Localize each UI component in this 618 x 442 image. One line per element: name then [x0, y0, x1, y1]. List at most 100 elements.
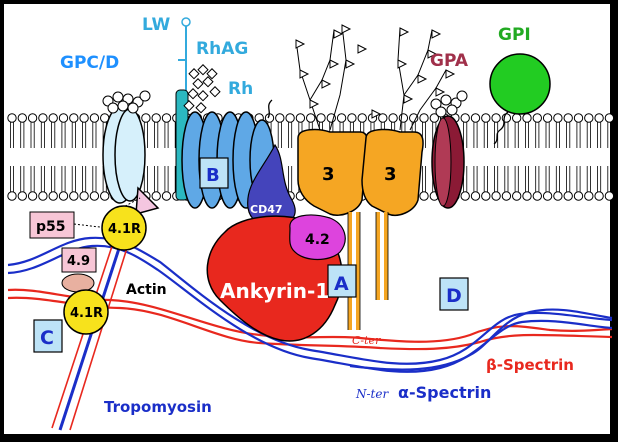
lipid-tail [10, 122, 14, 148]
lipid-tail [586, 122, 591, 148]
lipid-head [542, 113, 553, 123]
label-p55: p55 [36, 219, 66, 235]
label-band3-right: 3 [384, 164, 397, 185]
lipid-head [388, 113, 398, 123]
lipid-head [27, 113, 38, 123]
lipid-tail [597, 122, 602, 148]
lipid-tail [154, 122, 159, 148]
lipid-tail [566, 122, 571, 148]
label-rhag: RhAG [196, 39, 248, 59]
lipid-head [275, 113, 285, 123]
lipid-head [17, 191, 27, 201]
lipid-head [491, 113, 501, 123]
label-box-b: B [206, 165, 220, 186]
lipid-head [584, 113, 594, 123]
label-gpi: GPI [498, 25, 531, 45]
lipid-head [419, 113, 429, 123]
lipid-tail [20, 122, 25, 148]
lipid-head [481, 191, 491, 201]
lipid-tail [483, 166, 488, 192]
label-cd47: CD47 [250, 203, 283, 216]
lipid-head [141, 113, 151, 123]
lipid-head [594, 113, 604, 123]
alpha-spectrin-strand-3 [349, 308, 613, 371]
lipid-head [48, 113, 58, 123]
lipid-tail [422, 166, 426, 192]
label-actin: Actin [126, 282, 167, 298]
lipid-tail [525, 166, 529, 192]
protein-4-9-blob [61, 273, 95, 293]
lipid-head [295, 113, 306, 123]
protein-4-2 [289, 214, 346, 261]
lipid-head [17, 113, 27, 123]
lipid-tail [92, 166, 97, 192]
label-beta-spectrin: β-Spectrin [486, 356, 574, 374]
lipid-tail [473, 166, 478, 192]
lipid-tail [71, 166, 76, 192]
lipid-tail [514, 166, 519, 192]
alpha-spectrin-strand [7, 236, 613, 365]
label-tropomyosin: Tropomyosin [104, 398, 212, 416]
label-4-9: 4.9 [67, 254, 90, 269]
lipid-head [79, 113, 89, 123]
gpcd-protein [102, 90, 160, 216]
lipid-head [316, 113, 326, 123]
lipid-head [553, 191, 563, 201]
lipid-head [594, 191, 604, 201]
lipid-tail [576, 122, 581, 148]
lipid-head [460, 113, 470, 123]
gpa-protein [430, 90, 468, 209]
lipid-tail [504, 166, 509, 192]
gpi-anchor [489, 53, 551, 145]
lipid-tail [473, 122, 478, 148]
lipid-head [584, 191, 594, 201]
lipid-head [522, 191, 532, 201]
lipid-head [357, 113, 367, 123]
lipid-head [501, 191, 512, 201]
lipid-tail [504, 122, 509, 148]
lipid-tail [40, 122, 45, 148]
label-box-d: D [446, 285, 462, 307]
lipid-tail [71, 122, 76, 148]
protein-4-1r-top [101, 205, 147, 251]
lipid-tail [40, 166, 45, 192]
lipid-head [398, 113, 409, 123]
lipid-head [285, 113, 295, 123]
lipid-tail [607, 166, 612, 192]
lipid-tail [555, 166, 560, 192]
box-c [33, 319, 63, 353]
protein-4-9 [61, 247, 97, 273]
lipid-head [553, 113, 563, 123]
lipid-head [542, 191, 553, 201]
label-nter: N-ter [355, 387, 389, 401]
lipid-tail [20, 166, 25, 192]
label-band3-left: 3 [322, 164, 335, 185]
lipid-head [58, 113, 69, 123]
label-lw: LW [142, 15, 171, 35]
lipid-head [532, 191, 542, 201]
label-gpcd: GPC/D [60, 53, 119, 73]
lipid-tail [535, 122, 540, 148]
label-gpa: GPA [430, 51, 469, 71]
lipid-head [470, 191, 481, 201]
lipid-tail [164, 122, 169, 148]
lipid-head [7, 113, 17, 123]
lipid-head [151, 191, 161, 201]
lipid-head [89, 191, 100, 201]
lipid-head [326, 113, 336, 123]
lipid-head [306, 113, 316, 123]
lipid-head [48, 191, 58, 201]
lipid-head [100, 191, 110, 201]
lipid-tail [555, 122, 560, 148]
lipid-head [378, 113, 388, 123]
box-d [439, 277, 469, 311]
lipid-tail [525, 122, 529, 148]
lipid-tail [545, 166, 550, 192]
lipid-tail [61, 122, 66, 148]
lipid-head [470, 113, 481, 123]
lipid-tail [30, 166, 35, 192]
box-a [327, 264, 357, 298]
lipid-head [460, 191, 470, 201]
lipid-head [347, 113, 357, 123]
